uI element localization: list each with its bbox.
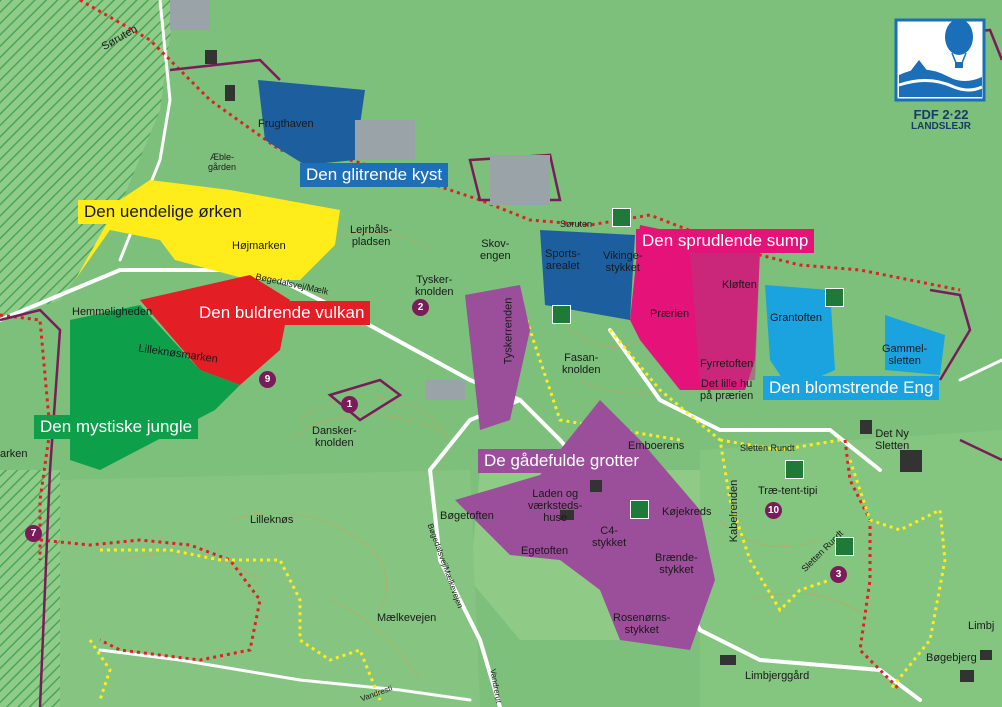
label-embo: Emboerens — [628, 440, 685, 452]
label-sletten-rundt: Sletten Rundt — [740, 443, 795, 453]
label-grantoften: Grantoften — [770, 312, 822, 324]
label-bogetoften: Bøgetoften — [440, 510, 494, 522]
label-det-ny-sletten: Det Ny Sletten — [875, 428, 910, 452]
label-sportsarealet: Sports- arealet — [545, 248, 581, 272]
zone-label-uendelige-orken[interactable]: Den uendelige ørken — [78, 200, 248, 224]
label-rosenornsstykket: Rosenørns- stykket — [613, 612, 671, 636]
label-det-lille-hus: Det lille hu på prærien — [700, 378, 754, 402]
label-danskerknolden: Dansker- knolden — [312, 425, 357, 449]
shelter-icon-2[interactable] — [825, 288, 844, 307]
marker-7[interactable]: 7 — [25, 525, 42, 542]
label-tyskerrenden: Tyskerrenden — [502, 297, 515, 365]
label-soruten-mid: Søruten — [560, 219, 593, 229]
forest-hatch-nw — [0, 0, 175, 320]
label-limbjerggaard: Limbjerggård — [745, 670, 810, 682]
logo-title: FDF 2·22 — [913, 107, 969, 122]
label-egetoften: Egetoften — [521, 545, 569, 557]
label-praerien: Prærien — [650, 308, 690, 320]
label-gammelsletten: Gammel- sletten — [882, 343, 928, 367]
zone-gaadefulde-grotter-area — [455, 400, 715, 650]
zone-blomstrende-eng-area-2 — [885, 315, 945, 375]
zone-label-mystiske-jungle[interactable]: Den mystiske jungle — [34, 415, 199, 439]
label-limbjerg: Limbj — [968, 620, 995, 632]
logo-subtitle: LANDSLEJR — [910, 121, 971, 132]
label-c4stykket: C4- stykket — [592, 525, 627, 549]
zone-label-sprudlende-sump[interactable]: Den sprudlende sump — [636, 229, 815, 253]
kitchen-icon[interactable] — [630, 500, 649, 519]
label-kloften: Kløften — [722, 279, 757, 291]
label-skovengen: Skov- engen — [480, 238, 511, 262]
marker-9[interactable]: 9 — [259, 371, 276, 388]
label-frugthaven: Frugthaven — [258, 118, 314, 130]
label-maelkevejen: Mælkevejen — [377, 612, 437, 624]
yellow-route — [88, 299, 947, 701]
zone-blomstrende-eng-area-1 — [765, 285, 835, 390]
label-aeblegaarden: Æble- gården — [208, 152, 237, 172]
label-hojmarken: Højmarken — [232, 240, 286, 252]
label-tyskerknolden: Tysker- knolden — [415, 274, 454, 298]
zone-label-glitrende-kyst[interactable]: Den glitrende kyst — [300, 163, 449, 187]
marker-10[interactable]: 10 — [765, 502, 782, 519]
toilet-icon-2[interactable] — [835, 537, 854, 556]
zone-tyskerrenden-area — [465, 285, 530, 430]
label-lejrbaalspladsen: Lejrbåls- pladsen — [350, 224, 393, 248]
red-route — [0, 0, 961, 692]
label-vikingestykket: Vikinge- stykket — [603, 250, 643, 274]
label-bogebjerg: Bøgebjerg — [926, 652, 977, 664]
label-laden: Laden og værksteds- huse — [528, 488, 583, 524]
forest-hatch-sw — [0, 470, 60, 707]
zone-label-buldrende-vulkan[interactable]: Den buldrende vulkan — [193, 301, 371, 325]
label-arken: arken — [0, 448, 28, 460]
label-lilleknos: Lilleknøs — [250, 514, 294, 526]
marker-1[interactable]: 1 — [341, 396, 358, 413]
label-braendestykket: Brænde- stykket — [655, 552, 698, 576]
label-hemmeligheden: Hemmeligheden — [72, 306, 153, 318]
toilet-icon[interactable] — [612, 208, 631, 227]
label-trae-tent-tipi: Træ-tent-tipi — [758, 485, 818, 497]
label-kojekreds: Køjekreds — [662, 506, 712, 518]
zone-sportsarealet-area — [540, 230, 635, 320]
label-fyrretoften: Fyrretoften — [700, 358, 754, 370]
fdf-landslejr-logo — [894, 18, 986, 102]
tent-icon[interactable] — [785, 460, 804, 479]
marker-2[interactable]: 2 — [412, 299, 429, 316]
zone-glitrende-kyst-area — [258, 80, 365, 165]
zone-label-gaadefulde-grotter[interactable]: De gådefulde grotter — [478, 449, 645, 473]
marker-3[interactable]: 3 — [830, 566, 847, 583]
zone-label-blomstrende-eng[interactable]: Den blomstrende Eng — [763, 376, 940, 400]
label-fasanknolden: Fasan- knolden — [562, 352, 601, 376]
shelter-icon[interactable] — [552, 305, 571, 324]
label-kabelrenden: Kabelrenden — [728, 479, 741, 543]
